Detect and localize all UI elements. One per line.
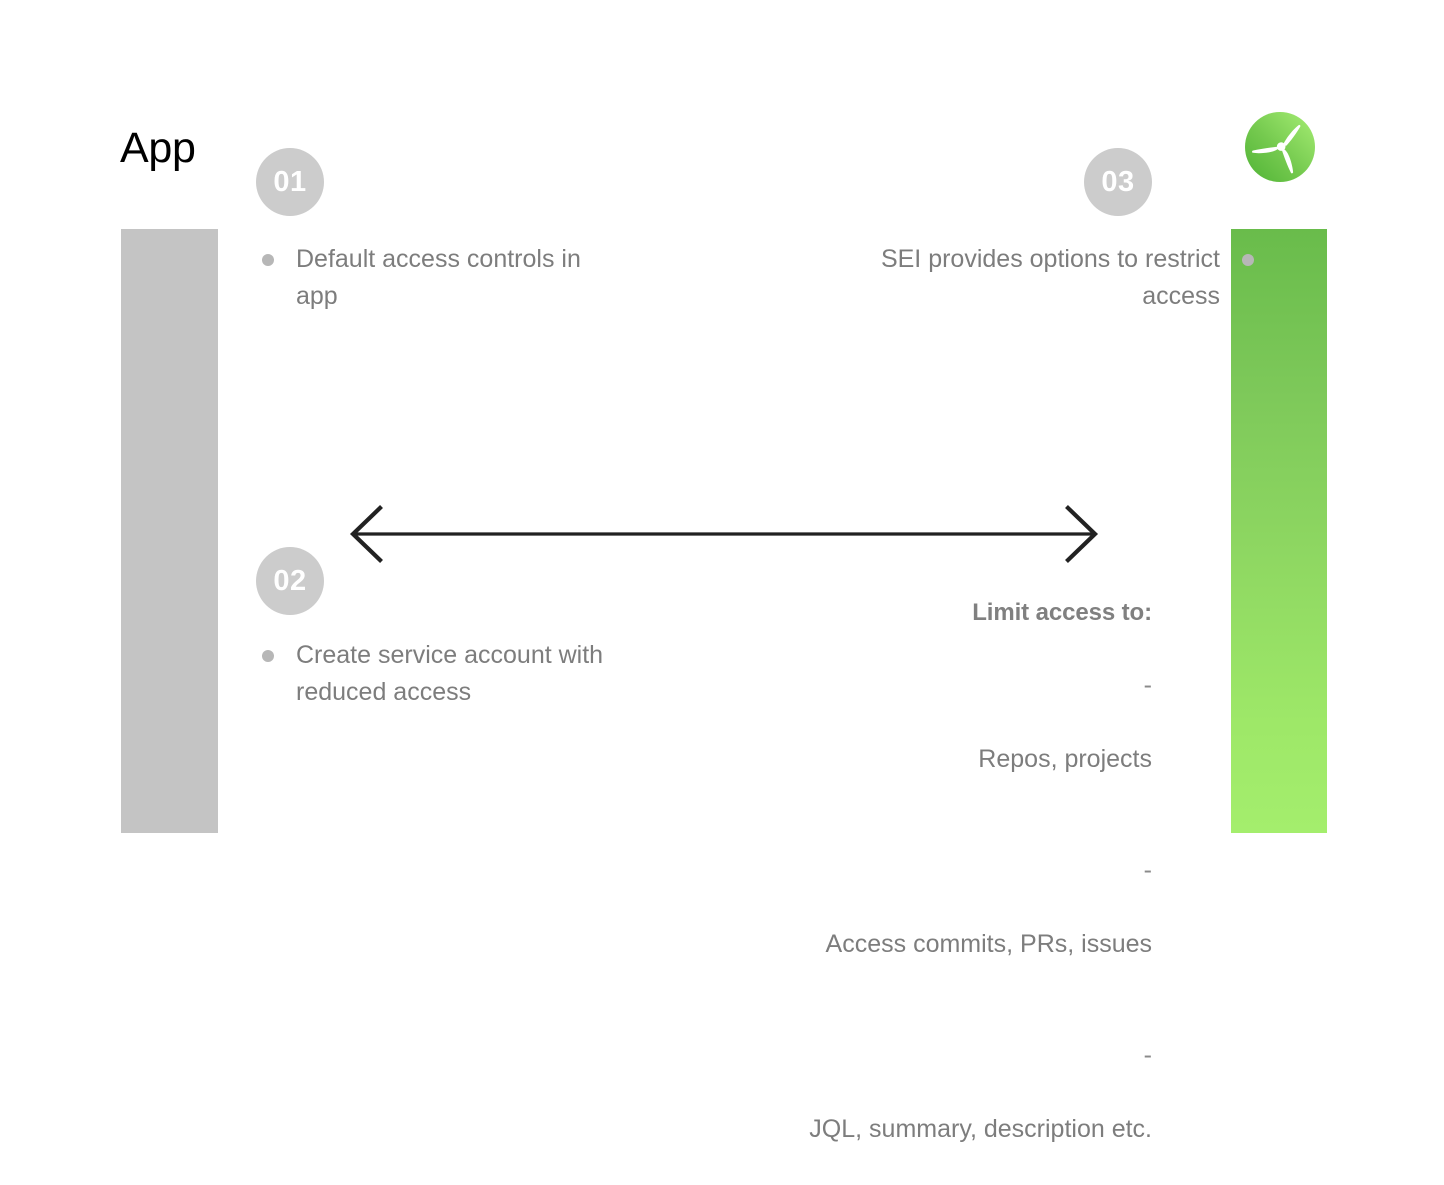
step-badge-01: 01 [256, 148, 324, 216]
slide-canvas: App [120, 112, 1327, 1143]
step-label-01: Default access controls in app [296, 245, 581, 310]
app-bar [121, 229, 218, 833]
harness-propeller-logo [1245, 112, 1315, 182]
list-dash: - [1143, 1041, 1152, 1069]
limit-access-item-label: JQL, summary, description etc. [809, 1115, 1152, 1143]
limit-access-item: - JQL, summary, description etc. [512, 1000, 1152, 1185]
page-title: App [120, 124, 196, 172]
sei-bar [1231, 229, 1327, 833]
step-badge-02: 02 [256, 547, 324, 615]
step-badge-03: 03 [1084, 148, 1152, 216]
step-text-03: SEI provides options to restrict access [880, 241, 1254, 315]
bullet-dot-icon [1242, 254, 1254, 266]
step-label-02: Create service account with reduced acce… [296, 641, 604, 706]
bullet-dot-icon [262, 254, 274, 266]
limit-access-item: - Access commits, PRs, issues [512, 815, 1152, 1000]
limit-access-list: Limit access to: - Repos, projects - Acc… [512, 596, 1152, 1185]
bidirectional-arrow [348, 500, 1100, 568]
step-text-01: Default access controls in app [262, 241, 626, 315]
bullet-dot-icon [262, 650, 274, 662]
limit-access-heading: Limit access to: [972, 599, 1152, 626]
limit-access-item-label: Access commits, PRs, issues [825, 930, 1152, 958]
step-text-02: Create service account with reduced acce… [262, 637, 626, 711]
limit-access-item: - Repos, projects [512, 630, 1152, 815]
step-label-03: SEI provides options to restrict access [880, 245, 1220, 310]
list-dash: - [1143, 856, 1152, 884]
limit-access-item-label: Repos, projects [978, 745, 1152, 773]
list-dash: - [1143, 671, 1152, 699]
